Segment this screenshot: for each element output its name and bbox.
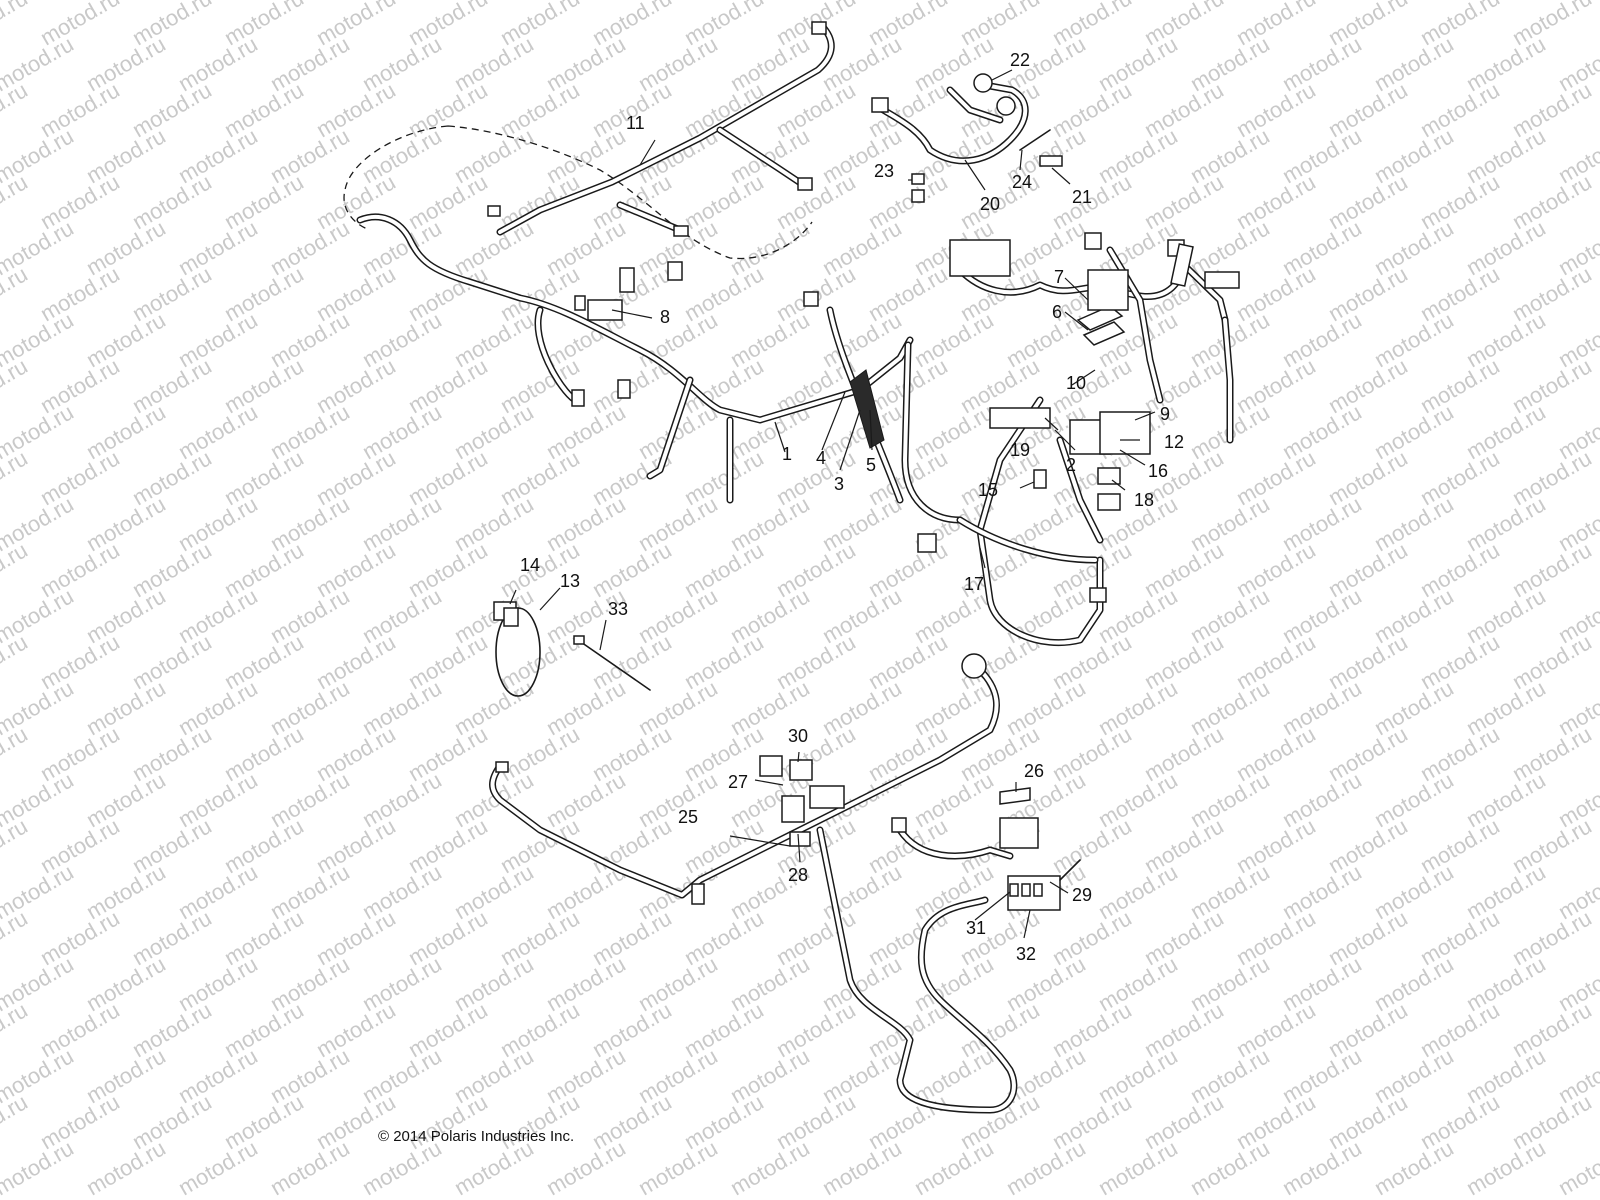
callout-16: 16 xyxy=(1148,461,1168,481)
callout-labels: 1 2 3 4 5 6 7 8 9 10 11 12 13 14 15 16 1… xyxy=(520,50,1184,964)
callout-11: 11 xyxy=(626,113,645,133)
callout-8: 8 xyxy=(660,307,670,327)
watermark-text: motod.ru xyxy=(1554,1135,1600,1200)
callout-13: 13 xyxy=(560,571,580,591)
watermark-text: motod.ru xyxy=(0,629,32,694)
callout-23: 23 xyxy=(874,161,894,181)
callout-15: 15 xyxy=(978,480,998,500)
main-harness xyxy=(356,213,964,524)
watermark-text: motod.ru xyxy=(0,905,32,970)
watermark-text: motod.ru xyxy=(726,1135,814,1200)
callout-31: 31 xyxy=(966,918,986,938)
watermark-text: motod.ru xyxy=(0,445,32,510)
dash-harness xyxy=(917,232,1240,647)
callout-26: 26 xyxy=(1024,761,1044,781)
lower-harness xyxy=(489,653,1081,1114)
copyright-notice: © 2014 Polaris Industries Inc. xyxy=(378,1128,575,1145)
callout-25: 25 xyxy=(678,807,698,827)
callout-18: 18 xyxy=(1134,490,1154,510)
callout-32: 32 xyxy=(1016,944,1036,964)
watermark-text: motod.ru xyxy=(1278,1135,1366,1200)
watermark-text: motod.ru xyxy=(634,1135,722,1200)
watermark-text: motod.ru xyxy=(0,353,32,418)
watermark-text: motod.ru xyxy=(0,813,32,878)
watermark-text: motod.ru xyxy=(0,1089,32,1154)
callout-21: 21 xyxy=(1072,187,1092,207)
watermark-text: motod.ru xyxy=(1002,1135,1090,1200)
callout-5: 5 xyxy=(866,455,876,475)
watermark-text: motod.ru xyxy=(0,169,32,234)
callout-28: 28 xyxy=(788,865,808,885)
watermark-text: motod.ru xyxy=(0,1135,78,1200)
watermark-text: motod.ru xyxy=(174,1135,262,1200)
callout-33: 33 xyxy=(608,599,628,619)
callout-20: 20 xyxy=(980,194,1000,214)
watermark-text: motod.ru xyxy=(82,1135,170,1200)
watermark-text: motod.ru xyxy=(0,0,32,50)
watermark-text: motod.ru xyxy=(0,997,32,1062)
callout-17: 17 xyxy=(964,574,984,594)
watermark-text: motod.ru xyxy=(0,261,32,326)
watermark-text: motod.ru xyxy=(1094,1135,1182,1200)
callout-7: 7 xyxy=(1054,267,1064,287)
callout-6: 6 xyxy=(1052,302,1062,322)
watermark-text: motod.ru xyxy=(1186,1135,1274,1200)
watermark-text: motod.ru xyxy=(266,1135,354,1200)
leader-lines xyxy=(509,69,1156,939)
callout-29: 29 xyxy=(1072,885,1092,905)
callout-22: 22 xyxy=(1010,50,1030,70)
watermark-text: motod.ru xyxy=(818,1135,906,1200)
upper-right-harness xyxy=(871,73,1063,203)
callout-10: 10 xyxy=(1066,373,1086,393)
callout-1: 1 xyxy=(782,444,792,464)
roof-harness xyxy=(343,21,835,260)
callout-3: 3 xyxy=(834,474,844,494)
callout-4: 4 xyxy=(816,448,826,468)
callout-24: 24 xyxy=(1012,172,1032,192)
watermark-text: motod.ru xyxy=(0,77,32,142)
watermark-text: motod.ru xyxy=(0,537,32,602)
watermark-text: motod.ru xyxy=(1370,1135,1458,1200)
callout-9: 9 xyxy=(1160,404,1170,424)
callout-14: 14 xyxy=(520,555,540,575)
callout-30: 30 xyxy=(788,726,808,746)
callout-12: 12 xyxy=(1164,432,1184,452)
watermark-text: motod.ru xyxy=(910,1135,998,1200)
callout-27: 27 xyxy=(728,772,748,792)
watermark-text: motod.ru xyxy=(1462,1135,1550,1200)
callout-2: 2 xyxy=(1066,455,1076,475)
watermark-text: motod.ru xyxy=(0,721,32,786)
loose-parts xyxy=(493,601,651,697)
callout-19: 19 xyxy=(1010,440,1030,460)
